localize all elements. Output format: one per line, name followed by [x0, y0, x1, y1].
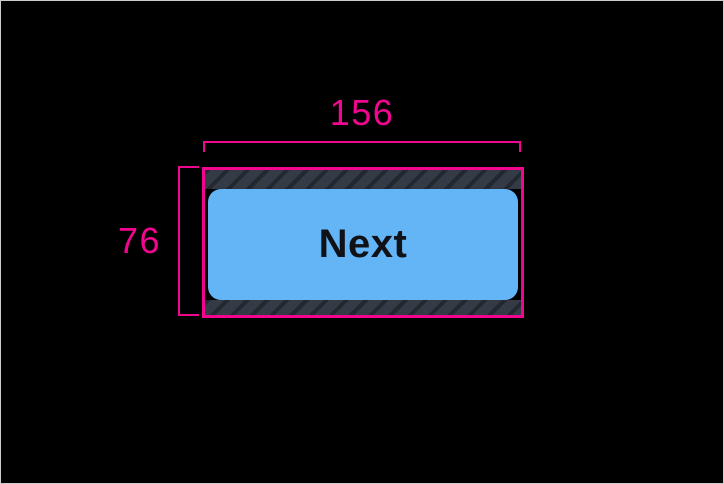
next-button-label: Next [318, 221, 408, 266]
tap-target-hatch-top [205, 170, 521, 189]
next-button[interactable]: Next [208, 189, 518, 300]
widget-selection-outline: Next [202, 167, 524, 318]
width-dimension-label: 156 [329, 92, 395, 133]
button-row: Next [205, 189, 521, 300]
height-measurement-bracket [178, 166, 199, 316]
width-measurement-bracket [203, 141, 521, 152]
tap-target-hatch-bottom [205, 300, 521, 315]
height-dimension-label: 76 [117, 220, 161, 261]
